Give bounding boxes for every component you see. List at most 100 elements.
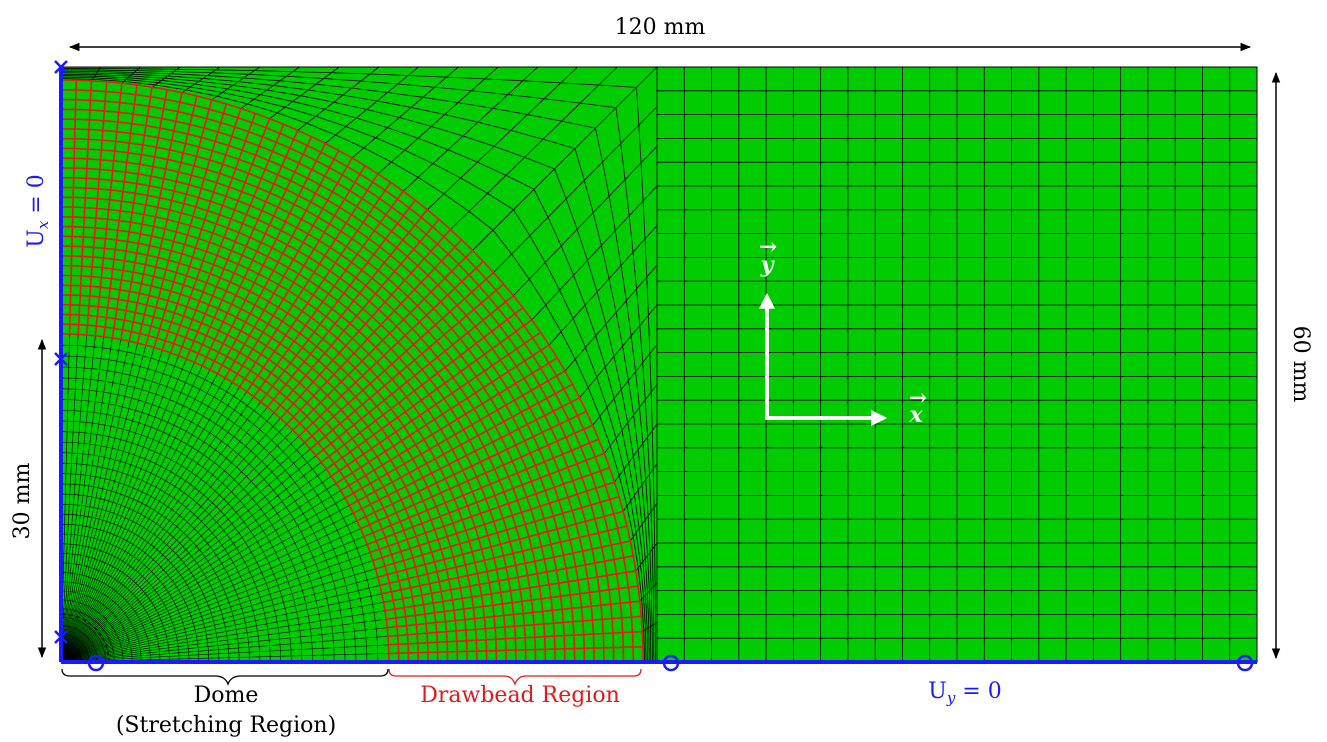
mesh-transition-spoke [493,106,658,273]
mesh-dome-ring [61,441,282,662]
mesh-drawbead-ring [61,118,605,662]
mesh-dome-ring [61,608,115,662]
mesh-transition-spoke [531,185,658,321]
mesh-dome-ring [61,377,346,662]
mesh-dome-ring [61,503,220,662]
mesh-transition-spoke [240,67,300,109]
y-axis-vector-mark: → [759,234,777,260]
mesh-dome-ring [61,590,133,662]
mesh-drawbead-ring [61,274,449,662]
mesh-drawbead-ring [61,79,644,662]
mesh-dome-ring [61,599,124,662]
drawbead-region-brace [388,668,642,686]
mesh-transition-spoke [377,67,499,175]
mesh-transition-ring [61,72,652,662]
mesh-transition-spoke [402,67,539,192]
mesh-drawbead-ring [61,255,468,662]
mesh-transition-spoke [426,67,578,210]
mesh-dome-ring [61,562,161,662]
dome-region-label: Dome [194,683,259,708]
x-mark-top [54,60,68,74]
mesh-drawbead-ring [61,235,488,662]
mesh-transition-spoke [579,304,658,399]
x-axis-vector-mark: → [909,385,927,411]
mesh-drawbead-ring [61,206,517,662]
mesh-drawbead-ring [61,88,635,662]
mesh-dome-ring [61,581,142,662]
mesh-drawbead-ring [61,313,410,662]
circle-mark-1 [87,654,105,672]
mesh-transition-spoke [181,67,221,94]
mesh-drawbead-ring [61,323,400,662]
mesh-transition-ring [61,76,647,662]
mesh-dome-ring [61,641,82,662]
mesh-drawbead-ring [61,157,566,662]
mesh-layer [61,67,1257,662]
mesh-transition-spoke [513,146,658,297]
mesh-drawbead-ring [61,215,508,662]
mesh-transition-spoke [211,67,260,101]
mesh-dome-ring [61,431,292,662]
left-constraint-markers [54,60,68,644]
mesh-drawbead-ring [61,245,478,662]
mesh-drawbead-ring [61,137,586,662]
mesh-transition-ring [61,70,653,662]
dome-region-sublabel: (Stretching Region) [116,713,336,738]
mesh-transition-ring [61,68,656,662]
mesh-drawbead-ring [61,108,615,662]
x-mark-bottom [54,630,68,644]
mesh-drawbead-ring [61,284,439,662]
bottom-constraint-markers [87,654,1254,672]
x-axis-label: x [908,402,923,428]
mesh-dome-ring [61,355,368,662]
mesh-transition-spoke [121,67,141,84]
mesh-transition-spoke [639,582,658,602]
mesh-dome-ring [61,523,200,662]
mesh-drawbead-ring [61,176,547,662]
mesh-transition-spoke [614,423,658,483]
mesh-dome-ring [61,452,271,662]
mesh-dome-ring [61,399,324,662]
mesh-transition-spoke [635,542,658,572]
mesh-drawbead-ring [61,264,459,662]
y-axis-label: y [760,252,776,278]
mesh-dome-ring [61,366,357,662]
mesh-transition-spoke [472,67,658,251]
mesh-transition-spoke [91,67,102,82]
mesh-transition-spoke [564,265,658,372]
mesh-transition-ring [61,75,649,662]
mesh-transition-ring [61,69,655,662]
mesh-dome-ring [61,420,303,662]
circle-mark-3 [1236,654,1254,672]
mesh-transition-spoke [604,384,658,454]
mesh-transition-spoke [151,67,181,88]
mesh-dome-ring [61,462,261,662]
mesh-transition-spoke [629,503,658,542]
mesh-drawbead-ring [61,98,625,662]
mesh-dome-ring [61,617,106,662]
mesh-transition-spoke [297,67,380,131]
dome-region-brace [61,668,389,686]
mesh-drawbead-ring [61,128,595,662]
mesh-dome-ring [61,553,170,662]
mesh-transition-spoke [641,621,658,632]
mesh-drawbead-ring [61,196,527,662]
mesh-dome-ring [61,493,230,662]
mesh-drawbead-ring [61,147,576,662]
mesh-dome-ring [61,572,151,662]
mesh-transition-spoke [351,67,459,159]
x-mark-middle [54,352,68,366]
mesh-dome-ring [61,533,190,662]
drawbead-region-label: Drawbead Region [420,683,620,708]
mesh-transition-spoke [622,463,658,512]
mesh-transition-spoke [548,225,658,346]
mesh-dome-inner-circle [61,613,110,662]
mesh-drawbead-ring [61,225,498,662]
mesh-transition-ring [61,78,645,662]
coordinate-axes: y → x → [759,234,927,428]
mesh-dome-ring [61,344,379,662]
mesh-transition-spoke [450,67,618,230]
circle-mark-2 [662,654,680,672]
mesh-transition-spoke [324,67,419,144]
